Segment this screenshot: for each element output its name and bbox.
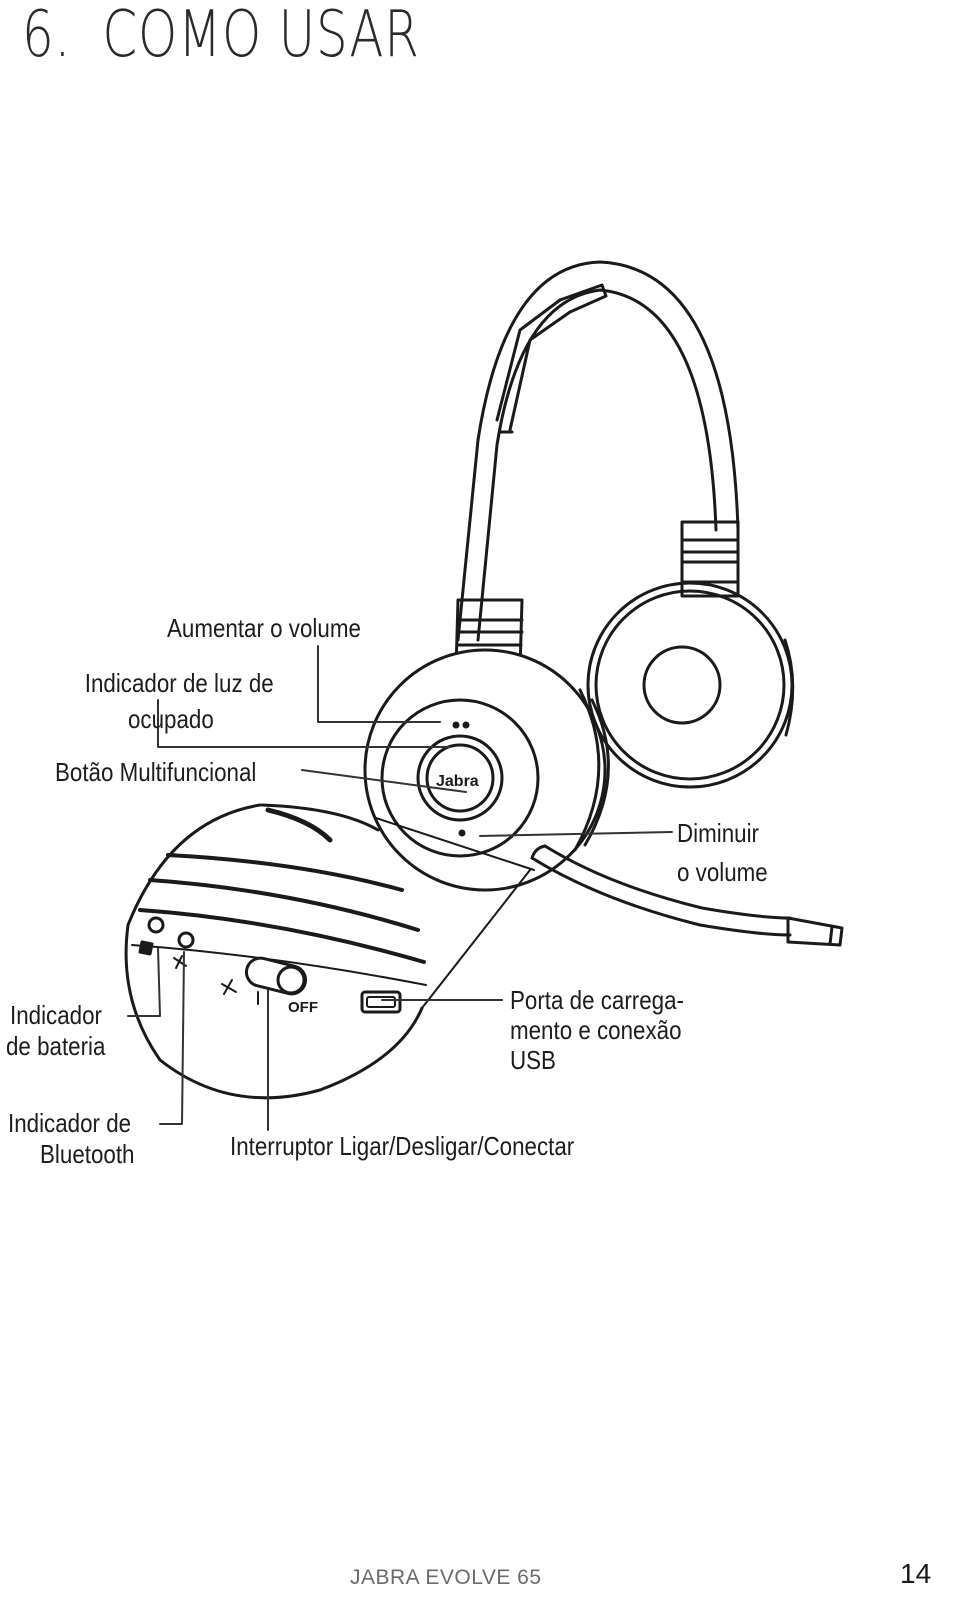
label-busy-light-2: ocupado <box>128 704 214 734</box>
zoomed-detail <box>124 803 427 1100</box>
microphone-boom <box>530 844 844 947</box>
switch-off-label: OFF <box>288 999 318 1016</box>
left-ear-cup <box>363 648 610 892</box>
label-multifunction: Botão Multifuncional <box>55 757 257 787</box>
label-volume-up: Aumentar o volume <box>167 613 361 643</box>
label-volume-down-1: Diminuir <box>677 818 759 848</box>
section-number: 6. <box>22 0 72 72</box>
label-bluetooth-2: Bluetooth <box>40 1139 135 1169</box>
page-title: 6. COMO USAR <box>22 0 420 72</box>
label-volume-down-2: o volume <box>677 857 768 887</box>
label-usb-3: USB <box>510 1045 556 1075</box>
label-battery-1: Indicador <box>10 1000 102 1030</box>
label-battery-2: de bateria <box>6 1031 106 1061</box>
section-title: COMO USAR <box>102 0 420 72</box>
right-ear-cup <box>586 581 795 789</box>
label-bluetooth-1: Indicador de <box>8 1108 132 1138</box>
page-number: 14 <box>900 1558 932 1589</box>
label-power-switch: Interruptor Ligar/Desligar/Conectar <box>230 1131 575 1161</box>
jabra-logo: Jabra <box>436 773 479 790</box>
headband <box>456 260 740 642</box>
label-usb-2: mento e conexão <box>510 1015 682 1045</box>
footer-product: JABRA EVOLVE 65 <box>350 1566 542 1589</box>
label-usb-1: Porta de carrega- <box>510 985 685 1015</box>
callout-lines <box>127 645 673 1131</box>
label-busy-light-1: Indicador de luz de <box>85 668 274 698</box>
